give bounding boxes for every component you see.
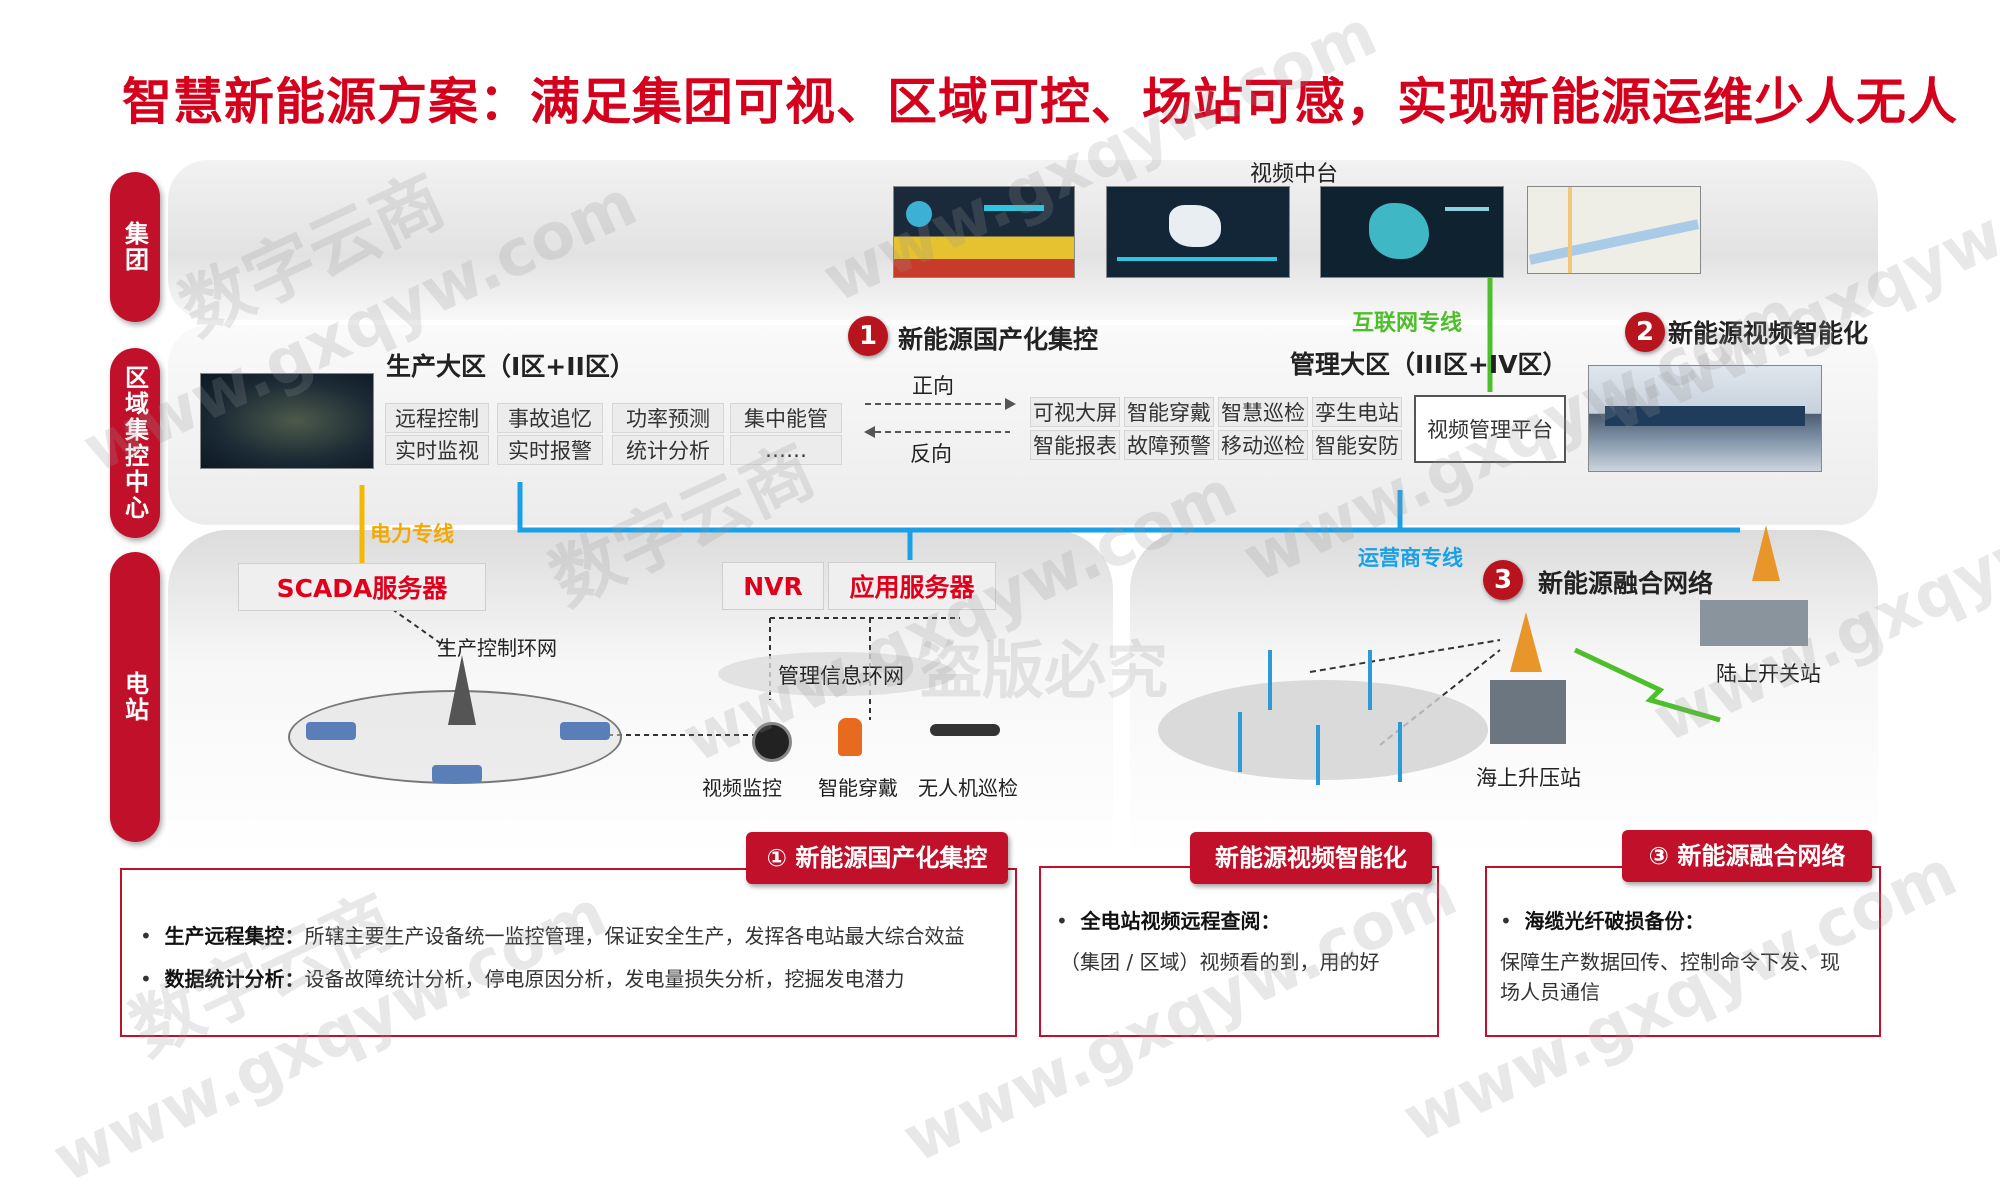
prod-item-realtime-alarm: 实时报警	[497, 435, 603, 465]
offshore-substation-icon	[1490, 680, 1566, 744]
management-zone-title: 管理大区（III区+IV区）	[1290, 350, 1568, 379]
highlight-1-badge: 1	[848, 316, 888, 356]
offshore-station-label: 海上升压站	[1476, 766, 1581, 790]
tier-station-tab: 电站	[110, 552, 160, 842]
scada-server: SCADA服务器	[238, 563, 486, 611]
mgmt-item-fault-warning: 故障预警	[1124, 430, 1214, 460]
connection-lines	[359, 278, 1740, 746]
router-icon	[560, 722, 610, 740]
production-zone-title: 生产大区（I区+II区）	[386, 352, 635, 381]
offshore-tower-icon	[1510, 612, 1542, 672]
card-3-header: ③ 新能源融合网络	[1622, 830, 1872, 882]
prod-item-power-forecast: 功率预测	[612, 403, 724, 433]
wind-turbine-icon	[1316, 725, 1320, 785]
card-1-bullet-1: • 生产远程集控：所辖主要生产设备统一监控管理，保证安全生产，发挥各电站最大综合…	[140, 924, 965, 948]
card-centralized-control	[120, 868, 1017, 1037]
card-3-line-1: 保障生产数据回传、控制命令下发、现	[1500, 950, 1840, 974]
drone-icon	[930, 724, 1000, 736]
highlight-3-label: 新能源融合网络	[1538, 569, 1714, 598]
prod-item-more: ……	[730, 435, 842, 465]
wind-turbine-icon	[1398, 722, 1402, 782]
onshore-station-label: 陆上开关站	[1716, 662, 1821, 686]
smart-wear-label: 智能穿戴	[818, 776, 898, 800]
video-platform-label: 视频中台	[1250, 162, 1339, 187]
highlight-2-badge: 2	[1625, 312, 1665, 352]
drone-patrol-label: 无人机巡检	[918, 776, 1018, 800]
card-2-bullet: • 全电站视频远程查阅：	[1056, 909, 1281, 933]
prod-item-realtime-monitor: 实时监视	[385, 435, 489, 465]
prod-item-energy-mgmt: 集中能管	[730, 403, 842, 433]
operator-line	[517, 482, 1740, 533]
dashboard-screenshot-2	[1106, 186, 1290, 278]
prod-item-statistics: 统计分析	[612, 435, 724, 465]
wireless-link	[1573, 647, 1721, 723]
dashboard-screenshot-3	[1320, 186, 1504, 278]
forward-label: 正向	[912, 374, 954, 398]
card-converged-network	[1485, 866, 1881, 1037]
card-2-header: 新能源视频智能化	[1190, 832, 1432, 884]
mgmt-item-digital-twin: 孪生电站	[1312, 397, 1402, 427]
prod-item-incident-recall: 事故追忆	[497, 403, 603, 433]
application-server: 应用服务器	[828, 562, 996, 610]
card-1-bullet-1-key: 生产远程集控：	[164, 924, 305, 948]
map-screenshot	[1527, 186, 1701, 274]
management-ring-network	[718, 652, 956, 696]
control-room-photo	[1588, 365, 1822, 472]
card-2-bullet-key: 全电站视频远程查阅：	[1080, 909, 1281, 933]
worker-icon	[838, 718, 862, 756]
nvr-server: NVR	[722, 562, 824, 610]
camera-icon	[752, 722, 792, 762]
dashboard-screenshot-1	[893, 186, 1075, 278]
prod-item-remote-control: 远程控制	[385, 403, 489, 433]
card-1-bullet-2-text: 设备故障统计分析，停电原因分析，发电量损失分析，挖掘发电潜力	[304, 967, 905, 991]
power-line-label: 电力专线	[370, 522, 454, 546]
control-center-screenshot	[200, 373, 374, 469]
card-1-bullet-2-key: 数据统计分析：	[164, 967, 305, 991]
mgmt-item-big-screen: 可视大屏	[1030, 397, 1120, 427]
card-1-bullet-1-text: 所辖主要生产设备统一监控管理，保证安全生产，发挥各电站最大综合效益	[304, 924, 965, 948]
onshore-tower-icon	[1752, 525, 1780, 581]
card-3-bullet: • 海缆光纤破损备份：	[1500, 909, 1705, 933]
onshore-switch-station-icon	[1700, 600, 1808, 646]
card-1-bullet-2: • 数据统计分析：设备故障统计分析，停电原因分析，发电量损失分析，挖掘发电潜力	[140, 967, 905, 991]
tier-region-tab: 区域集控中心	[110, 348, 160, 538]
sea-area	[1158, 680, 1488, 780]
card-2-line-1: （集团 / 区域）视频看的到，用的好	[1060, 950, 1380, 974]
highlight-2-label: 新能源视频智能化	[1668, 319, 1869, 348]
highlight-3-badge: 3	[1483, 560, 1523, 600]
card-3-bullet-key: 海缆光纤破损备份：	[1524, 909, 1705, 933]
management-ring-label: 管理信息环网	[778, 664, 904, 688]
mgmt-item-smart-report: 智能报表	[1030, 430, 1120, 460]
wind-turbine-icon	[1268, 650, 1272, 710]
highlight-1-label: 新能源国产化集控	[898, 325, 1099, 354]
video-management-platform: 视频管理平台	[1414, 395, 1566, 463]
card-video-intelligence	[1039, 866, 1439, 1037]
mgmt-item-smart-wear: 智能穿戴	[1124, 397, 1214, 427]
router-icon	[306, 722, 356, 740]
reverse-label: 反向	[910, 442, 952, 466]
tier-group-tab: 集团	[110, 172, 160, 322]
page-title: 智慧新能源方案：满足集团可视、区域可控、场站可感，实现新能源运维少人无人	[122, 73, 1958, 131]
card-3-line-2: 场人员通信	[1500, 980, 1600, 1004]
wind-turbine-icon	[1238, 712, 1242, 772]
internet-line-label: 互联网专线	[1352, 311, 1463, 336]
router-icon	[432, 765, 482, 783]
wind-turbine-icon	[1368, 650, 1372, 710]
video-monitor-label: 视频监控	[702, 776, 782, 800]
mgmt-item-mobile-patrol: 移动巡检	[1218, 430, 1308, 460]
mgmt-item-smart-security: 智能安防	[1312, 430, 1402, 460]
mgmt-item-smart-patrol: 智慧巡检	[1218, 397, 1308, 427]
operator-line-label: 运营商专线	[1358, 546, 1463, 570]
card-1-header: ① 新能源国产化集控	[746, 832, 1008, 884]
transmission-tower-icon	[448, 655, 476, 725]
